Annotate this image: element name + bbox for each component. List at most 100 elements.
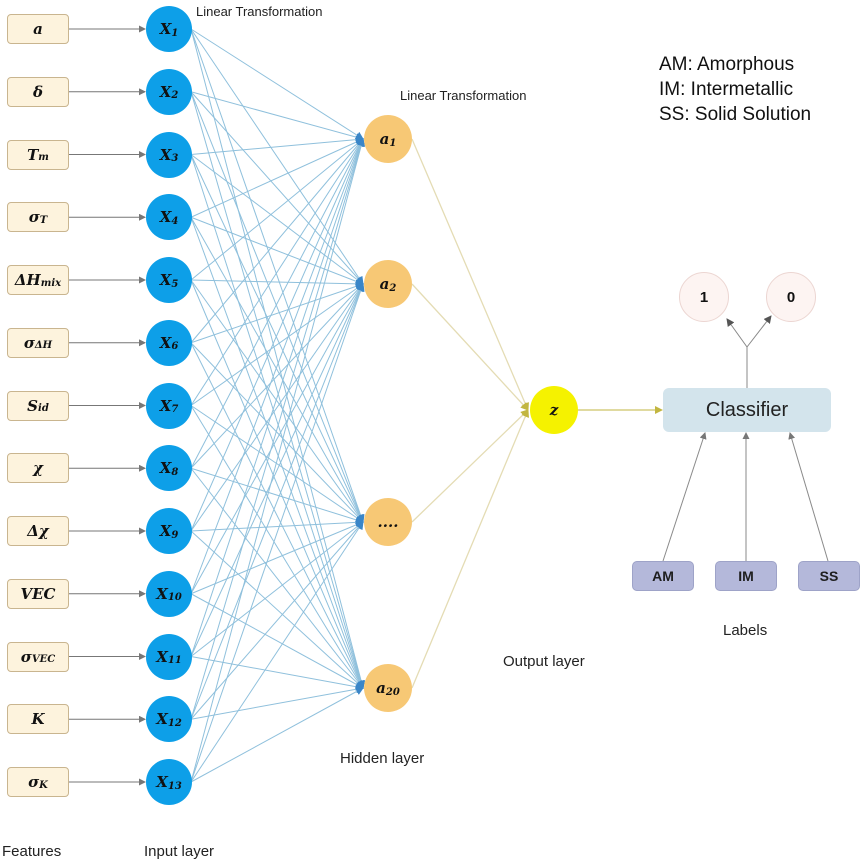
edge-x2-h2 xyxy=(190,91,364,285)
input-node-6-symbol: X xyxy=(159,333,172,352)
label-box-ss: SS xyxy=(798,561,860,591)
feature-3-subscript: m xyxy=(38,152,49,163)
edge-x3-h3 xyxy=(190,154,364,523)
edge-x3-h2 xyxy=(190,154,364,285)
edge-classifier-result-0 xyxy=(746,315,772,348)
legend-ss: SS: Solid Solution xyxy=(659,104,812,125)
hidden-layer-caption: Hidden layer xyxy=(340,750,425,767)
input-node-9-subscript: 9 xyxy=(171,529,179,541)
input-node-11-symbol: X xyxy=(156,647,168,666)
edge-x7-h2 xyxy=(190,283,364,406)
edge-x1-h4 xyxy=(190,28,366,689)
edge-x10-h2 xyxy=(190,283,364,594)
feature-2-symbol: δ xyxy=(32,82,43,101)
feature-9-symbol: Δχ xyxy=(27,522,49,540)
label-box-im: IM xyxy=(715,561,777,591)
features-caption: Features xyxy=(2,843,62,860)
edge-x5-h1 xyxy=(190,138,364,281)
feature-6-symbol: σ xyxy=(23,333,35,352)
input-node-4-symbol: X xyxy=(159,208,172,227)
feature-box-8: χ xyxy=(7,453,69,484)
edge-x11-h1 xyxy=(190,138,365,657)
edge-x12-h1 xyxy=(190,138,365,720)
feature-8-symbol: χ xyxy=(33,459,43,478)
input-node-3-subscript: 3 xyxy=(171,153,179,164)
edge-x3-h1 xyxy=(190,135,364,155)
hidden-node-3: .... xyxy=(364,498,412,546)
input-node-7-subscript: 7 xyxy=(171,404,179,415)
input-node-9-symbol: X xyxy=(159,522,172,540)
input-node-11-subscript: 11 xyxy=(167,655,182,666)
edge-x1-h2 xyxy=(190,28,364,285)
edge-x13-h1 xyxy=(190,138,366,783)
edge-x11-h3 xyxy=(190,521,364,657)
edge-h4-z xyxy=(411,409,529,689)
edge-x5-h2 xyxy=(190,279,364,288)
input-node-3-symbol: X xyxy=(159,145,172,164)
edge-x7-h4 xyxy=(190,405,364,689)
input-node-1-subscript: 1 xyxy=(171,27,179,39)
feature-5-subscript: mix xyxy=(40,277,62,289)
result-label-0: 0 xyxy=(786,288,796,306)
linear-transformation-label-hidden: Linear Transformation xyxy=(400,88,527,103)
edge-x12-h2 xyxy=(190,283,365,720)
legend-am: AM: Amorphous xyxy=(659,54,795,75)
edge-x9-h1 xyxy=(190,138,364,532)
input-node-7-symbol: X xyxy=(159,396,172,415)
edge-x5-h4 xyxy=(190,279,364,689)
edge-x12-h3 xyxy=(190,521,364,720)
edge-x8-h1 xyxy=(190,138,364,469)
input-node-13-symbol: X xyxy=(156,773,168,791)
edge-x4-h1 xyxy=(190,138,364,218)
feature-10-symbol: VEC xyxy=(20,584,56,603)
feature-4-subscript: T xyxy=(39,214,48,226)
input-node-5-subscript: 5 xyxy=(171,278,179,290)
output-node-label: z xyxy=(549,401,559,419)
feature-13-symbol: σ xyxy=(28,773,40,791)
hidden-node-4-subscript: 20 xyxy=(385,686,400,698)
edge-h1-z xyxy=(411,138,529,411)
edge-x4-h3 xyxy=(190,217,364,523)
edge-x13-h4 xyxy=(190,687,364,783)
feature-box-12: K xyxy=(7,704,69,735)
edge-classifier-result-1 xyxy=(726,318,748,348)
input-node-8-subscript: 8 xyxy=(171,466,179,478)
edge-x3-h4 xyxy=(190,154,365,689)
edge-x6-h1 xyxy=(190,138,364,344)
edge-h2-z xyxy=(411,283,529,411)
feature-box-2: δ xyxy=(7,76,69,107)
input-node-8-symbol: X xyxy=(159,459,172,478)
edge-x10-h1 xyxy=(190,138,365,594)
labels-caption: Labels xyxy=(723,622,768,639)
edge-x6-h4 xyxy=(190,342,364,689)
edge-x1-h3 xyxy=(190,28,365,523)
edge-x6-h3 xyxy=(190,342,364,523)
legend-im: IM: Intermetallic xyxy=(659,79,794,100)
edge-x4-h4 xyxy=(190,217,365,689)
input-layer-caption: Input layer xyxy=(144,843,215,860)
edge-x9-h3 xyxy=(190,518,364,532)
output-node: z xyxy=(530,386,578,434)
input-node-2-symbol: X xyxy=(159,82,172,101)
input-node-10-subscript: 10 xyxy=(167,592,182,604)
output-layer-caption: Output layer xyxy=(503,653,585,670)
input-node-10-symbol: X xyxy=(156,584,168,603)
result-node-0: 0 xyxy=(766,272,816,322)
input-node-1-symbol: X xyxy=(159,20,172,38)
